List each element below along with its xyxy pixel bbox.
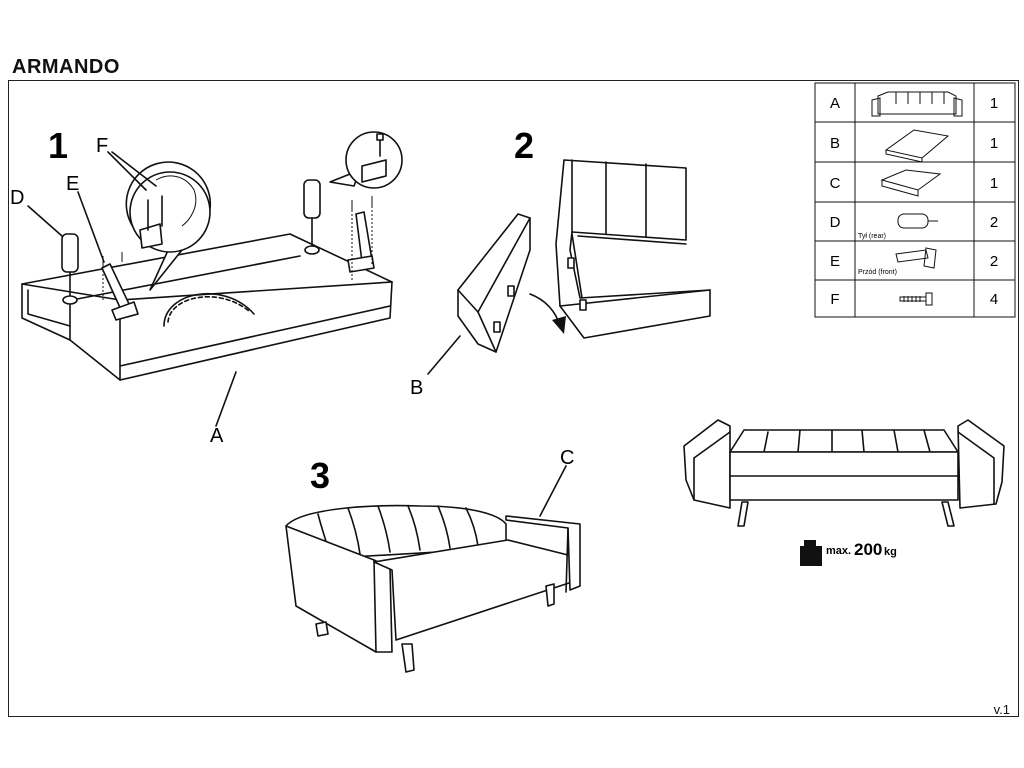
part-letter-e: E xyxy=(830,253,840,270)
front-leg-right xyxy=(355,211,373,263)
bed-left-arm xyxy=(683,419,731,509)
callout-f: F xyxy=(96,135,108,157)
version-label: v.1 xyxy=(993,702,1010,717)
backrest-icon xyxy=(884,129,950,163)
part-letter-d: D xyxy=(830,214,841,231)
part-qty-d: 2 xyxy=(990,214,998,231)
part-qty-b: 1 xyxy=(990,135,998,152)
parts-row-c: C 1 xyxy=(830,169,998,197)
sofa-base xyxy=(21,233,393,381)
part-note-d: Tył (rear) xyxy=(858,233,886,240)
max-load-prefix: max. xyxy=(826,545,851,557)
callout-c: C xyxy=(560,447,574,469)
armrest-icon xyxy=(880,169,942,197)
diagram-frame xyxy=(8,80,1019,717)
step-3-number: 3 xyxy=(310,455,330,496)
sofa-icon xyxy=(871,91,963,117)
step-3-illustration: 3 C xyxy=(285,447,581,673)
screw-icon xyxy=(899,292,933,306)
detail-bubble-right xyxy=(345,131,403,189)
parts-row-d: D 2 Tył (rear) xyxy=(830,213,998,240)
rear-leg-right xyxy=(303,179,321,219)
step-2-number: 2 xyxy=(514,125,534,166)
part-letter-c: C xyxy=(830,175,841,192)
max-load-value: 200 xyxy=(854,540,882,559)
document-title: ARMANDO xyxy=(12,56,120,78)
callout-d: D xyxy=(10,187,24,209)
part-letter-f: F xyxy=(830,291,839,308)
bed-leg-right xyxy=(941,501,955,527)
sofa-leg-front-left xyxy=(401,643,415,673)
front-leg-icon xyxy=(895,247,937,269)
sofa-frame-step2 xyxy=(555,159,711,339)
part-qty-e: 2 xyxy=(990,253,998,270)
rear-leg-left xyxy=(61,233,79,273)
part-letter-a: A xyxy=(830,95,840,112)
part-qty-c: 1 xyxy=(990,175,998,192)
parts-row-b: B 1 xyxy=(830,129,998,163)
rear-leg-icon xyxy=(897,213,938,229)
sofa-leg-back-right xyxy=(545,583,555,607)
sofa-leg-back-left xyxy=(315,621,329,637)
callout-a: A xyxy=(210,425,224,447)
parts-row-f: F 4 xyxy=(830,291,998,308)
step-2-illustration: 2 B xyxy=(410,125,711,399)
parts-row-e: E 2 Przód (front) xyxy=(830,247,998,276)
bed-right-arm xyxy=(957,419,1005,509)
part-qty-f: 4 xyxy=(990,291,998,308)
part-note-e: Przód (front) xyxy=(858,269,897,276)
sofa-seat xyxy=(373,539,573,641)
sofa-right-arm xyxy=(505,515,581,591)
max-load-indicator: max. 200 kg xyxy=(800,540,897,566)
parts-row-a: A 1 xyxy=(830,91,998,117)
part-letter-b: B xyxy=(830,135,840,152)
parts-table: A 1 B 1 C 1 D 2 xyxy=(814,82,1016,318)
sofa-bed-illustration xyxy=(683,419,1005,527)
callout-e: E xyxy=(66,173,79,195)
weight-icon xyxy=(800,540,822,566)
step-1-illustration: 1 xyxy=(10,125,403,447)
callout-b: B xyxy=(410,377,423,399)
max-load-unit: kg xyxy=(884,546,897,558)
part-qty-a: 1 xyxy=(990,95,998,112)
step-1-number: 1 xyxy=(48,125,68,166)
bed-leg-left xyxy=(737,501,749,527)
